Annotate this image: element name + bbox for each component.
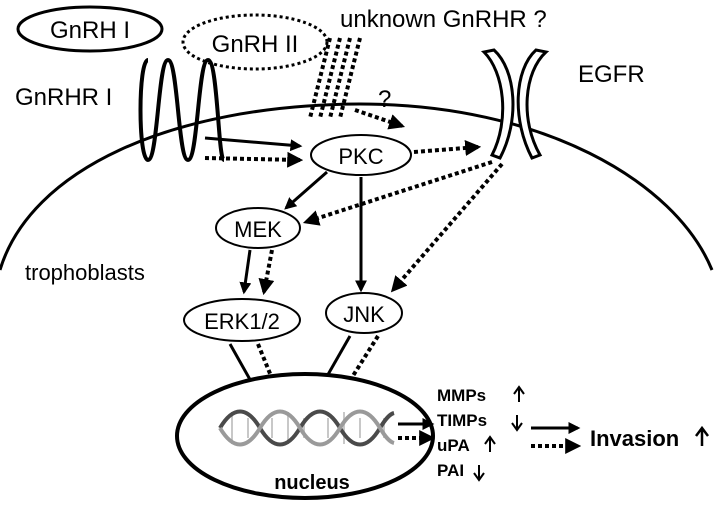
- egfr-label: EGFR: [578, 61, 645, 88]
- pai-label: PAI: [437, 461, 464, 480]
- jnk-node: [325, 292, 403, 334]
- arrow-egfr-to-mek: [302, 160, 493, 226]
- gnrh2-ligand: [181, 13, 329, 71]
- gnrhr1-receptor: [138, 57, 226, 163]
- arrow-pkc-to-egfr: [413, 140, 482, 156]
- upa-up-icon: [484, 435, 496, 452]
- invasion-label: Invasion: [590, 426, 679, 451]
- arrow-egfr-to-jnk: [390, 162, 504, 293]
- jnk-label: JNK: [343, 302, 385, 327]
- upa-label: uPA: [437, 436, 470, 455]
- erk-node: [183, 298, 301, 342]
- invasion-up-icon: [695, 425, 709, 446]
- pkc-node: [310, 134, 412, 176]
- arrow-mek-to-erk-solid: [239, 249, 252, 295]
- question-mark: ?: [378, 86, 391, 113]
- trophoblasts-label: trophoblasts: [25, 260, 145, 285]
- dna-helix: [218, 409, 395, 447]
- mek-label: MEK: [234, 217, 282, 242]
- erk-label: ERK1/2: [204, 309, 280, 334]
- egfr-receptor: [480, 48, 550, 160]
- pkc-label: PKC: [338, 144, 383, 169]
- pai-down-icon: [473, 465, 485, 482]
- gnrh2-label: GnRH II: [212, 31, 299, 58]
- gnrh1-label: GnRH I: [50, 17, 130, 44]
- arrow-mek-to-erk-dotted: [258, 249, 275, 296]
- gnrhr1-label: GnRHR I: [15, 84, 112, 111]
- unknown-receptor-label: unknown GnRHR ?: [340, 6, 547, 33]
- mmps-up-icon: [513, 385, 525, 402]
- mmps-label: MMPs: [437, 386, 486, 405]
- arrow-pkc-to-mek: [284, 170, 328, 210]
- mek-node: [215, 207, 301, 249]
- timps-down-icon: [511, 415, 523, 432]
- gnrh1-ligand: [16, 5, 164, 53]
- arrow-gnrhr1-to-pkc-dotted: [204, 151, 304, 168]
- arrow-unknown-to-pkc: [354, 108, 406, 130]
- timps-label: TIMPs: [437, 411, 487, 430]
- arrow-gnrhr1-to-pkc-solid: [204, 136, 303, 152]
- nucleus-label: nucleus: [274, 472, 350, 494]
- cell-membrane: [0, 102, 714, 271]
